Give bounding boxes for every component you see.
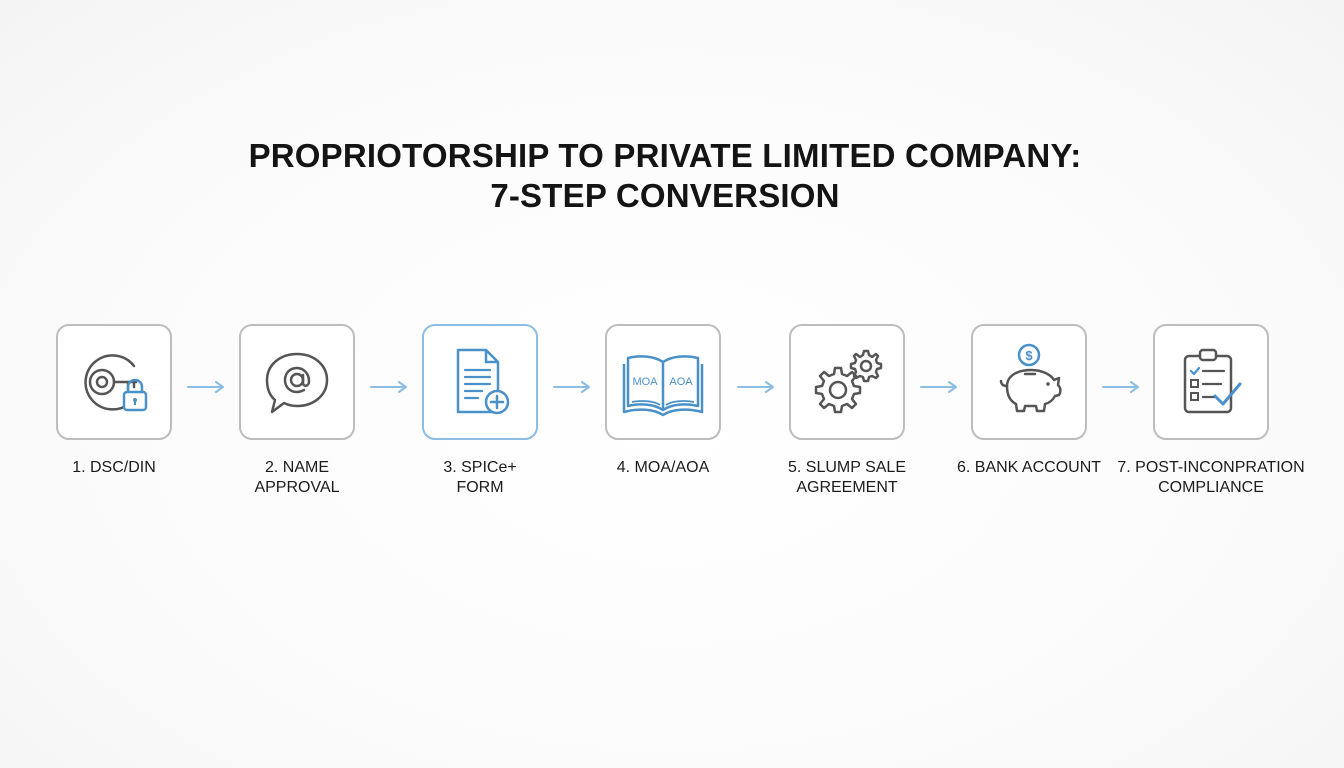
step-6-box: $ bbox=[971, 324, 1087, 440]
arrow-right-icon bbox=[553, 381, 590, 393]
book-left-text: MOA bbox=[632, 376, 658, 388]
document-add-icon bbox=[456, 348, 510, 415]
arrow-right-icon bbox=[187, 381, 224, 393]
arrow-right-icon bbox=[370, 381, 407, 393]
key-lock-icon bbox=[84, 354, 148, 412]
open-book-icon: MOA AOA bbox=[622, 355, 704, 417]
step-7-box bbox=[1153, 324, 1269, 440]
at-sign-speech-bubble-icon bbox=[265, 352, 329, 414]
step-6-label: 6. BANK ACCOUNT bbox=[956, 459, 1102, 476]
coin-symbol: $ bbox=[1025, 348, 1033, 363]
gears-icon bbox=[814, 349, 883, 414]
clipboard-checklist-icon bbox=[1183, 348, 1242, 414]
step-7-label: 7. POST-INCONPRATION COMPLIANCE bbox=[1117, 459, 1305, 496]
step-3-box bbox=[422, 324, 538, 440]
title-line-2: 7-STEP CONVERSION bbox=[490, 177, 840, 214]
arrow-right-icon bbox=[737, 381, 774, 393]
arrow-right-icon bbox=[1102, 381, 1139, 393]
diagram-title: PROPRIOTORSHIP TO PRIVATE LIMITED COMPAN… bbox=[0, 136, 1330, 216]
title-line-1: PROPRIOTORSHIP TO PRIVATE LIMITED COMPAN… bbox=[248, 137, 1082, 174]
step-4-box: MOA AOA bbox=[605, 324, 721, 440]
piggy-bank-icon: $ bbox=[999, 343, 1062, 413]
step-5-label: 5. SLUMP SALE AGREEMENT bbox=[788, 459, 906, 496]
arrow-right-icon bbox=[920, 381, 957, 393]
step-3-label: 3. SPICe+ FORM bbox=[443, 459, 517, 496]
step-2-label: 2. NAME APPROVAL bbox=[254, 459, 340, 496]
step-2-box bbox=[239, 324, 355, 440]
step-5-box bbox=[789, 324, 905, 440]
step-1-label: 1. DSC/DIN bbox=[72, 459, 156, 476]
step-1-box bbox=[56, 324, 172, 440]
book-right-text: AOA bbox=[669, 376, 693, 388]
step-4-label: 4. MOA/AOA bbox=[616, 459, 710, 476]
